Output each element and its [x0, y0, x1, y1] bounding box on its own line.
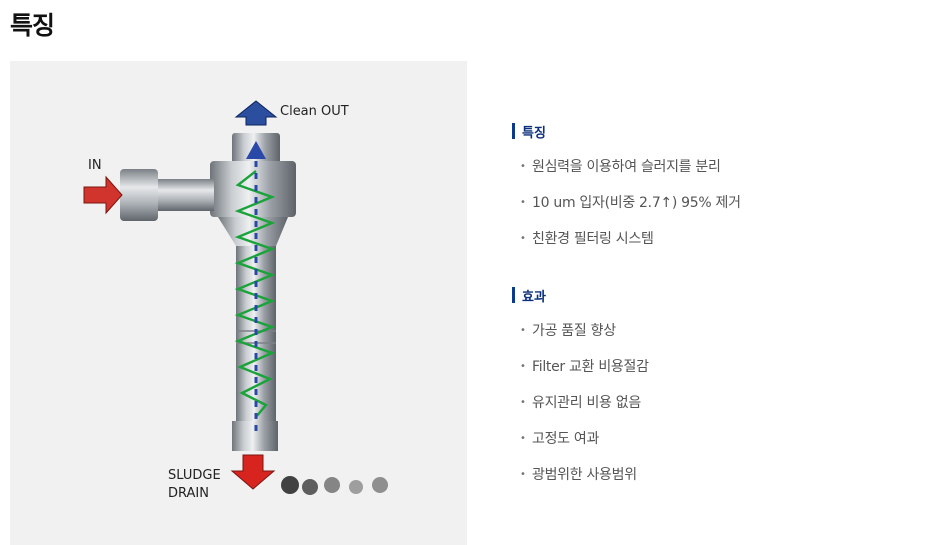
- list-item-text: Filter 교환 비용절감: [532, 359, 649, 375]
- separator-illustration: [83, 100, 388, 495]
- bullet-icon: •: [520, 197, 526, 208]
- features-heading-text: 특징: [522, 125, 546, 141]
- bullet-icon: •: [520, 161, 526, 172]
- list-item-text: 고정도 여과: [532, 431, 600, 447]
- list-item: • 유지관리 비용 없음: [512, 385, 649, 421]
- bullet-icon: •: [520, 397, 526, 408]
- clean-out-label: Clean OUT: [280, 104, 349, 119]
- effects-section: 효과 • 가공 품질 향상 • Filter 교환 비용절감 • 유지관리 비용 없음…: [512, 286, 649, 493]
- list-item: • 광범위한 사용범위: [512, 457, 649, 493]
- bullet-icon: •: [520, 361, 526, 372]
- list-item-text: 광범위한 사용범위: [532, 467, 637, 483]
- features-heading: 특징: [512, 122, 741, 141]
- sludge-particles: [281, 476, 388, 495]
- inlet-fitting: [120, 169, 158, 221]
- heading-bar-icon: [512, 123, 515, 139]
- clean-out-arrow: [234, 100, 278, 126]
- list-item-text: 가공 품질 향상: [532, 323, 616, 339]
- bullet-icon: •: [520, 433, 526, 444]
- bullet-icon: •: [520, 233, 526, 244]
- list-item: • 가공 품질 향상: [512, 313, 649, 349]
- features-section: 특징 • 원심력을 이용하여 슬러지를 분리 • 10 um 입자(비중 2.7↑)…: [512, 122, 741, 257]
- effects-heading: 효과: [512, 286, 649, 305]
- list-item: • 친환경 필터링 시스템: [512, 221, 741, 257]
- separator-diagram: IN Clean OUT SLUDGE DRAIN: [10, 61, 467, 545]
- effects-heading-text: 효과: [522, 289, 546, 305]
- in-arrow: [83, 175, 123, 215]
- bullet-icon: •: [520, 325, 526, 336]
- drain-arrow: [230, 454, 276, 490]
- list-item-text: 10 um 입자(비중 2.7↑) 95% 제거: [532, 195, 741, 211]
- features-list: • 원심력을 이용하여 슬러지를 분리 • 10 um 입자(비중 2.7↑) 95…: [512, 149, 741, 257]
- list-item-text: 유지관리 비용 없음: [532, 395, 641, 411]
- page-title: 특징: [10, 11, 55, 40]
- list-item-text: 친환경 필터링 시스템: [532, 231, 654, 247]
- list-item: • 10 um 입자(비중 2.7↑) 95% 제거: [512, 185, 741, 221]
- in-label: IN: [88, 158, 102, 173]
- list-item: • 원심력을 이용하여 슬러지를 분리: [512, 149, 741, 185]
- head-block: [210, 161, 296, 217]
- heading-bar-icon: [512, 287, 515, 303]
- list-item: • 고정도 여과: [512, 421, 649, 457]
- list-item: • Filter 교환 비용절감: [512, 349, 649, 385]
- list-item-text: 원심력을 이용하여 슬러지를 분리: [532, 159, 721, 175]
- effects-list: • 가공 품질 향상 • Filter 교환 비용절감 • 유지관리 비용 없음 • 고…: [512, 313, 649, 493]
- sludge-label-line1: SLUDGE: [168, 468, 221, 483]
- bullet-icon: •: [520, 469, 526, 480]
- sludge-drain-label: SLUDGE DRAIN: [168, 467, 221, 502]
- sludge-label-line2: DRAIN: [168, 485, 209, 501]
- inlet-pipe: [152, 179, 214, 211]
